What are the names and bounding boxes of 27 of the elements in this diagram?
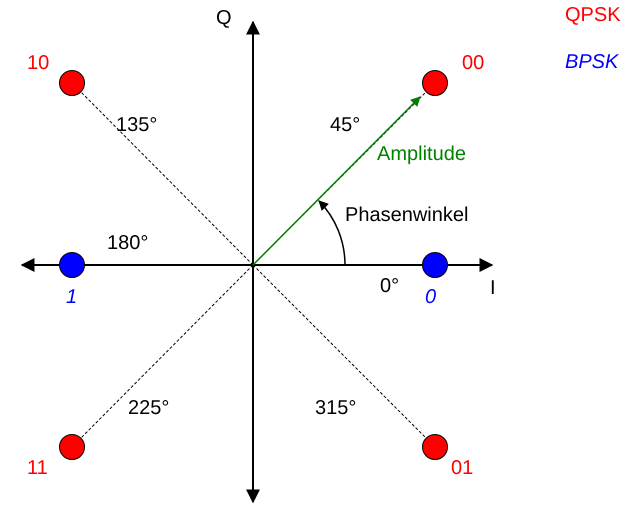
angle-label: 180° — [107, 233, 148, 253]
symbol-label: 10 — [27, 53, 50, 73]
angle-caption: Phasenwinkel — [345, 205, 468, 225]
bit-label: 0 — [425, 287, 436, 307]
dashed-line — [252, 264, 426, 438]
constellation-point — [422, 252, 448, 278]
symbol-label: 01 — [451, 458, 474, 478]
legend-entry: QPSK — [565, 5, 621, 25]
angle-label: 315° — [315, 398, 356, 418]
angle-label: 135° — [116, 115, 158, 135]
axis-label: Q — [216, 8, 232, 28]
angle-label: 225° — [128, 398, 170, 418]
constellation-point — [422, 70, 448, 96]
angle-label: 45° — [330, 115, 360, 135]
symbol-label: 11 — [27, 458, 48, 478]
constellation-point — [59, 70, 85, 96]
axis-label: I — [490, 278, 496, 298]
constellation-point — [59, 252, 85, 278]
legend-entry: BPSK — [565, 52, 618, 72]
dashed-line — [80, 92, 254, 266]
angle-label: 0° — [380, 276, 400, 296]
bit-label: 1 — [66, 287, 78, 307]
constellation-point — [422, 434, 448, 460]
dashed-line — [80, 264, 254, 438]
constellation-point — [59, 434, 85, 460]
vector-label: Amplitude — [377, 144, 466, 164]
symbol-label: 00 — [462, 53, 484, 73]
